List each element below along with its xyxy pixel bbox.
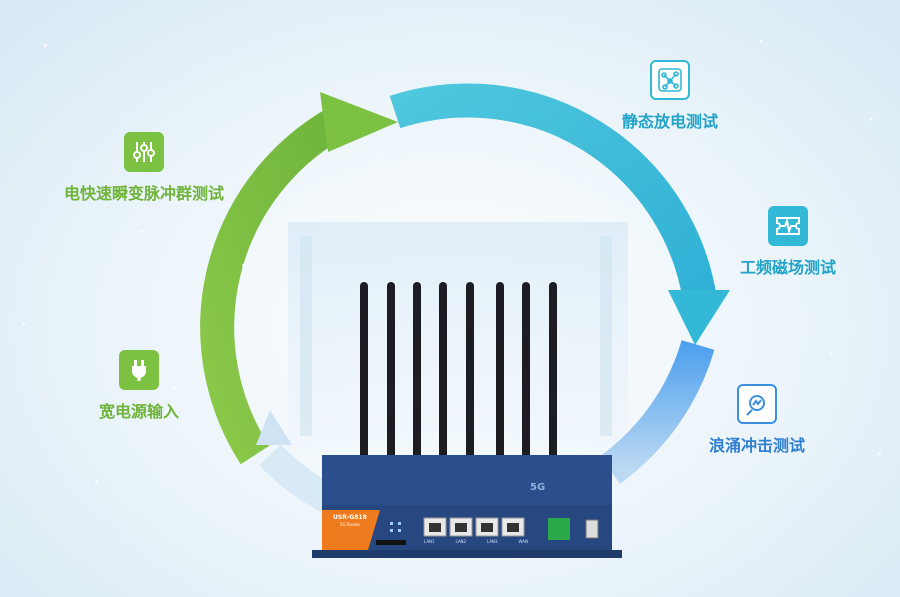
antenna xyxy=(466,282,474,460)
orange-accent xyxy=(322,510,380,550)
green-arc xyxy=(200,102,353,465)
port-labels: LAN1 LAN2 LAN3 WAN xyxy=(424,539,528,544)
dc-jack xyxy=(585,519,599,539)
backdrop-panel xyxy=(288,222,628,462)
antenna xyxy=(522,282,530,460)
status-leds xyxy=(390,522,401,532)
waveform-ticket-icon xyxy=(768,206,808,246)
feature-label: 工频磁场测试 xyxy=(739,258,836,277)
equalizer-sliders-icon xyxy=(124,132,164,172)
port-label: LAN1 xyxy=(424,539,435,544)
antennas xyxy=(360,282,557,460)
blue-arc xyxy=(599,339,715,484)
green-arrowhead xyxy=(320,92,398,152)
feature-label: 静态放电测试 xyxy=(621,112,718,131)
port-label: LAN2 xyxy=(455,539,467,544)
antenna xyxy=(413,282,421,460)
magnifier-chart-icon xyxy=(737,384,777,424)
port-label: WAN xyxy=(518,539,528,544)
port-label: LAN3 xyxy=(487,539,498,544)
power-terminal xyxy=(548,518,570,540)
ethernet-ports xyxy=(423,517,525,537)
feature-label: 浪涌冲击测试 xyxy=(708,436,805,455)
feature-magnetic-test: 工频磁场测试 xyxy=(726,206,850,278)
network-nodes-icon xyxy=(650,60,690,100)
backdrop-bar xyxy=(300,236,312,436)
antenna xyxy=(549,282,557,460)
antenna xyxy=(387,282,395,460)
5g-badge: 5G xyxy=(530,482,546,493)
feature-esd-test: 静态放电测试 xyxy=(610,60,730,132)
power-plug-icon xyxy=(119,350,159,390)
cyan-arc xyxy=(389,83,717,303)
feature-label: 电快速瞬变脉冲群测试 xyxy=(63,184,224,203)
antenna xyxy=(439,282,447,460)
antenna xyxy=(496,282,504,460)
feature-wide-power: 宽电源输入 xyxy=(84,350,194,422)
router-base xyxy=(312,550,622,558)
router-model-label: USR-G818 xyxy=(333,514,367,521)
router-subtitle: 5G Router xyxy=(340,522,361,527)
antenna xyxy=(360,282,368,460)
feature-surge-test: 浪涌冲击测试 xyxy=(700,384,814,456)
backdrop-bar xyxy=(600,236,612,436)
feature-label: 宽电源输入 xyxy=(98,402,179,421)
faint-arrowhead xyxy=(256,410,292,445)
feature-burst-test: 电快速瞬变脉冲群测试 xyxy=(54,132,234,204)
sim-slot xyxy=(376,540,406,545)
cyan-arrowhead xyxy=(668,290,730,345)
